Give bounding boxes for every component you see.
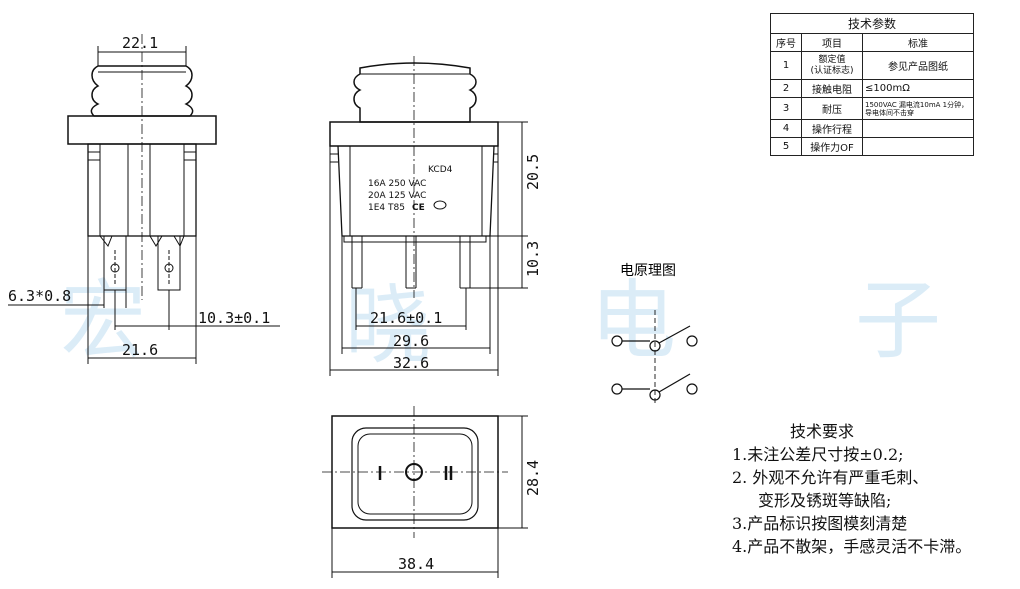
dim-top-width: 38.4 bbox=[398, 555, 434, 573]
requirements-title: 技术要求 bbox=[790, 422, 855, 441]
spec-cell-std: ≤100mΩ bbox=[862, 79, 974, 98]
spec-cell-no: 4 bbox=[770, 119, 802, 138]
dim-side-width: 21.6 bbox=[122, 341, 158, 359]
spec-cell-std: 参见产品图纸 bbox=[862, 51, 974, 80]
dim-side-terminal: 6.3*0.8 bbox=[8, 287, 71, 305]
spec-table: 技术参数 序号 项目 标准 1 额定值 (认证标志) 参见产品图纸 2 接触电阻… bbox=[770, 13, 974, 156]
marking-ce: CE bbox=[412, 203, 425, 213]
spec-cell-no: 3 bbox=[770, 97, 802, 120]
spec-cell-std: 1500VAC 漏电流10mA 1分钟，导电体间不击穿 bbox=[862, 97, 974, 120]
spec-cell-item: 额定值 (认证标志) bbox=[801, 51, 863, 80]
spec-cell-item: 耐压 bbox=[801, 97, 863, 120]
schematic bbox=[611, 310, 698, 405]
spec-cell-std bbox=[862, 137, 974, 156]
watermark-char-3: 电 bbox=[590, 271, 676, 371]
dim-front-pitch: 21.6±0.1 bbox=[370, 309, 442, 327]
dim-front-terminal-height: 10.3 bbox=[524, 241, 542, 277]
marking-line-3: 1E4 T85 bbox=[368, 203, 405, 213]
dim-side-pitch: 10.3±0.1 bbox=[198, 309, 270, 327]
spec-cell-no: 5 bbox=[770, 137, 802, 156]
watermark: 宏 晓 电 子 bbox=[60, 271, 941, 376]
marking-line-2: 20A 125 VAC bbox=[368, 191, 426, 201]
spec-cell-item: 操作力OF bbox=[801, 137, 863, 156]
dim-top-height: 28.4 bbox=[524, 460, 542, 496]
requirement-item: 变形及锈斑等缺陷; bbox=[758, 491, 892, 510]
table-row: 1 额定值 (认证标志) 参见产品图纸 bbox=[770, 51, 974, 80]
dim-front-inner-width: 29.6 bbox=[393, 332, 429, 350]
spec-header-std: 标准 bbox=[862, 33, 974, 52]
spec-header-no: 序号 bbox=[770, 33, 802, 52]
table-row: 2 接触电阻 ≤100mΩ bbox=[770, 79, 974, 98]
dim-side-top-width: 22.1 bbox=[122, 34, 158, 52]
spec-cell-no: 2 bbox=[770, 79, 802, 98]
requirement-item: 2. 外观不允许有严重毛刺、 bbox=[732, 468, 929, 487]
spec-cell-item: 接触电阻 bbox=[801, 79, 863, 98]
spec-cell-std bbox=[862, 119, 974, 138]
marking-line-1: 16A 250 VAC bbox=[368, 179, 426, 189]
side-view bbox=[8, 34, 280, 364]
spec-table-caption: 技术参数 bbox=[770, 13, 974, 34]
front-view bbox=[329, 56, 528, 376]
spec-header-item: 项目 bbox=[801, 33, 863, 52]
requirement-item: 3.产品标识按图模刻清楚 bbox=[732, 514, 908, 533]
spec-cell-item: 操作行程 bbox=[801, 119, 863, 138]
watermark-char-1: 宏 bbox=[60, 271, 146, 371]
table-row: 5 操作力OF bbox=[770, 137, 974, 156]
watermark-char-4: 子 bbox=[855, 271, 941, 371]
spec-cell-no: 1 bbox=[770, 51, 802, 80]
requirement-item: 4.产品不散架，手感灵活不卡滞。 bbox=[732, 537, 972, 556]
top-view bbox=[322, 406, 528, 578]
dim-front-body-height: 20.5 bbox=[524, 154, 542, 190]
requirement-item: 1.未注公差尺寸按±0.2; bbox=[732, 445, 904, 464]
technical-requirements: 技术要求 1.未注公差尺寸按±0.2; 2. 外观不允许有严重毛刺、 变形及锈斑… bbox=[732, 420, 1017, 558]
marking-model: KCD4 bbox=[428, 165, 453, 175]
dim-front-outer-width: 32.6 bbox=[393, 354, 429, 372]
table-row: 3 耐压 1500VAC 漏电流10mA 1分钟，导电体间不击穿 bbox=[770, 97, 974, 120]
schematic-title: 电原理图 bbox=[620, 263, 676, 279]
table-row: 4 操作行程 bbox=[770, 119, 974, 138]
